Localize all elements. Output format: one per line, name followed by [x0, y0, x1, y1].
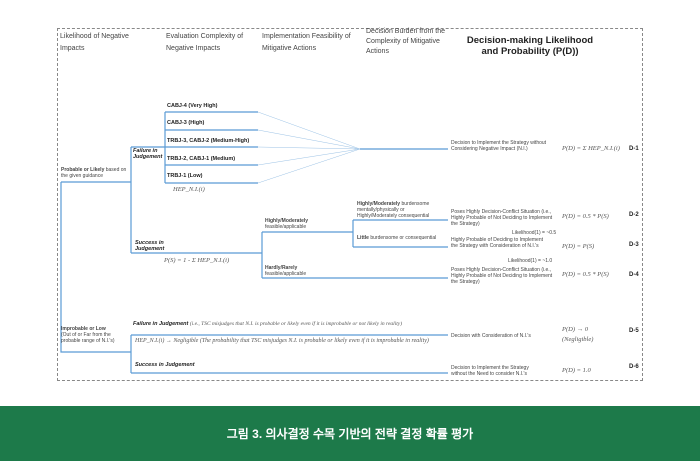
success-label: Success in Judgement — [135, 240, 165, 252]
header-decision-probability: Decision-making Likelihood and Probabili… — [466, 35, 594, 57]
burden-low: Little burdensome or consequential — [357, 235, 437, 241]
outcome-d5-formula: P(D) → 0 — [562, 326, 588, 333]
outcome-d3-formula: P(D) = P(S) — [562, 243, 595, 250]
complexity-trbj1: TRBJ-1 (Low) — [167, 173, 203, 179]
ps-formula: P(S) = 1 - Σ HEP_N.I.(i) — [164, 257, 230, 264]
outcome-d2-formula: P(D) = 0.5 * P(S) — [562, 213, 609, 220]
feasibility-high-bold: Highly/Moderately — [265, 218, 309, 224]
burden-low-bold: Little — [357, 235, 369, 241]
header-likelihood: Likelihood of Negative Impacts — [60, 33, 129, 52]
complexity-trbj3: TRBJ-3, CABJ-2 (Medium-High) — [167, 138, 250, 144]
header-feasibility: Implementation Feasibility of Mitigative… — [262, 33, 351, 52]
outcome-d2-note: Likelihood(1) = ~0.5 — [512, 230, 557, 236]
complexity-cabj3: CABJ-3 (High) — [167, 120, 205, 126]
feasibility-high-rest: feasible/applicable — [265, 224, 307, 230]
outcome-d4-id: D-4 — [629, 272, 639, 278]
improbable-label: Improbable or Low(Out of or Far from the… — [61, 326, 131, 344]
outcome-d5-formula-note: (Negligible) — [562, 336, 594, 343]
outcome-d1-formula: P(D) = Σ HEP_N.I.(i) — [562, 145, 620, 152]
outcome-d6-id: D-6 — [629, 364, 639, 370]
burden-high-bold: Highly/Moderately — [357, 201, 401, 207]
probable-rest: based on the given guidance — [61, 167, 127, 179]
outcome-d4-formula: P(D) = 0.5 * P(S) — [562, 271, 609, 278]
complexity-cabj4: CABJ-4 (Very High) — [167, 103, 218, 109]
probable-label: Probable or Likely based on the given gu… — [61, 167, 133, 179]
outcome-d2-id: D-2 — [629, 212, 639, 218]
outcome-d2-text: Poses Highly Decision-Conflict Situation… — [451, 209, 553, 227]
improbable-failure-rest: (i.e., TSC misjudges that N.I. is probab… — [189, 321, 403, 327]
outcome-d1-text: Decision to Implement the Strategy witho… — [451, 140, 547, 152]
header-burden: Decision Burden from the Complexity of M… — [366, 28, 445, 55]
diagram-frame — [57, 28, 643, 381]
complexity-trbj2: TRBJ-2, CABJ-1 (Medium) — [167, 156, 236, 162]
outcome-d5-text: Decision with Consideration of N.I.'s — [451, 333, 531, 339]
hep-formula: HEP_N.I.(i) — [173, 186, 205, 193]
outcome-d3-text: Highly Probable of Deciding to Implement… — [451, 237, 543, 249]
outcome-d6-text: Decision to Implement the Strategy witho… — [451, 365, 529, 377]
improbable-success: Success in Judgement — [135, 362, 195, 368]
improbable-hep: HEP_N.I.(i) → Negligible (The probabilit… — [135, 338, 429, 344]
improbable-rest: (Out of or Far from the probable range o… — [61, 332, 115, 344]
outcome-d3-note: Likelihood(1) = ~1.0 — [508, 258, 553, 264]
outcome-d6-formula: P(D) = 1.0 — [562, 367, 591, 374]
burden-high-rest: burdensome mentally/physically or Highly… — [357, 201, 430, 219]
header-complexity: Evaluation Complexity of Negative Impact… — [166, 33, 244, 52]
improbable-bold: Improbable or Low — [61, 326, 106, 332]
burden-high: Highly/Moderately burdensome mentally/ph… — [357, 201, 445, 219]
outcome-d1-id: D-1 — [629, 146, 639, 152]
improbable-failure-bold: Failure in Judgement — [133, 321, 189, 327]
burden-low-rest: burdensome or consequential — [370, 235, 437, 241]
feasibility-low-rest: feasible/applicable — [265, 271, 307, 277]
feasibility-low-bold: Hardly/Rarely — [265, 265, 298, 271]
outcome-d5-id: D-5 — [629, 328, 639, 334]
failure-label: Failure in Judgement — [133, 148, 163, 160]
figure-caption: 그림 3. 의사결정 수목 기반의 전략 결정 확률 평가 — [226, 427, 474, 441]
outcome-d4-text: Poses Highly Decision-Conflict Situation… — [451, 267, 553, 285]
probable-bold: Probable or Likely — [61, 167, 105, 173]
outcome-d3-id: D-3 — [629, 242, 639, 248]
improbable-failure: Failure in Judgement (i.e., TSC misjudge… — [133, 321, 402, 327]
figure-caption-bar: 그림 3. 의사결정 수목 기반의 전략 결정 확률 평가 — [0, 406, 700, 461]
